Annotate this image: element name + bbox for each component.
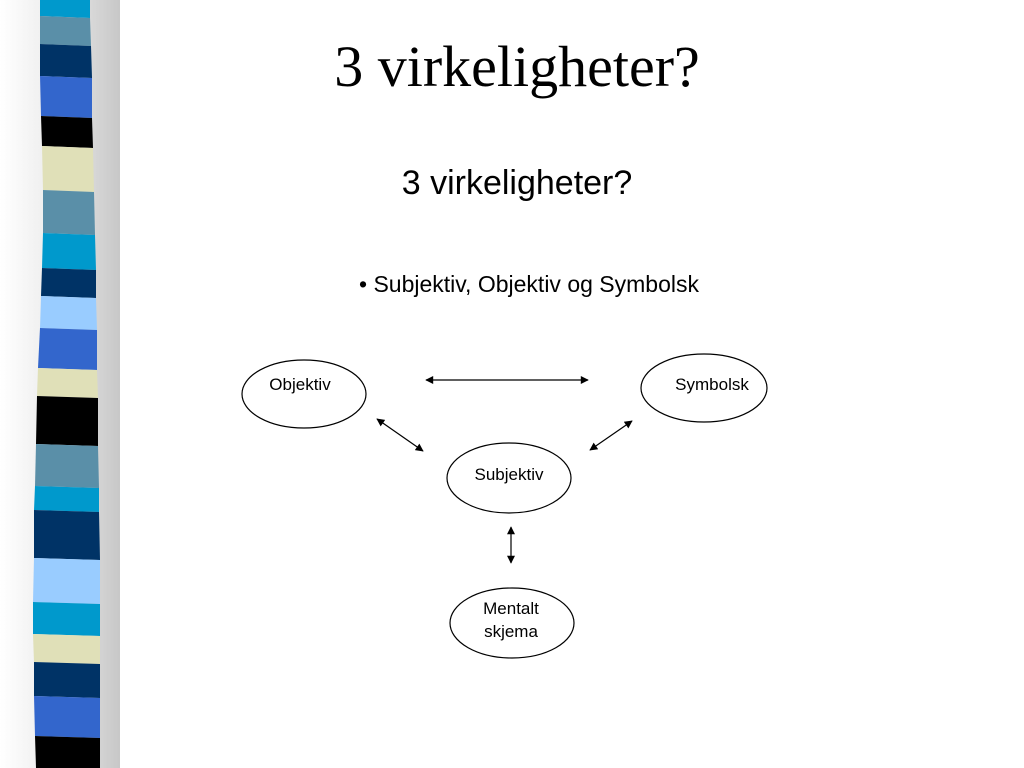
arrow-symbolsk-subjektiv xyxy=(589,420,633,451)
stripe-blocks xyxy=(33,0,100,768)
node-symbolsk-label: Symbolsk xyxy=(675,375,749,394)
node-objektiv: Objektiv xyxy=(241,359,367,429)
node-symbolsk: Symbolsk xyxy=(640,353,768,423)
node-subjektiv: Subjektiv xyxy=(446,442,572,514)
arrow-objektiv-subjektiv xyxy=(376,418,424,452)
node-subjektiv-label: Subjektiv xyxy=(475,465,544,484)
bullet-point: • Subjektiv, Objektiv og Symbolsk xyxy=(359,271,699,297)
slide-title: 3 virkeligheter? xyxy=(334,34,700,99)
node-mentalt-label-line1: Mentalt xyxy=(483,599,539,618)
node-objektiv-label: Objektiv xyxy=(269,375,331,394)
node-mentalt-skjema: Mentalt skjema xyxy=(449,587,575,659)
decorative-stripe-bar xyxy=(0,0,120,768)
slide-subtitle: 3 virkeligheter? xyxy=(401,164,633,202)
node-mentalt-label-line2: skjema xyxy=(484,622,538,641)
